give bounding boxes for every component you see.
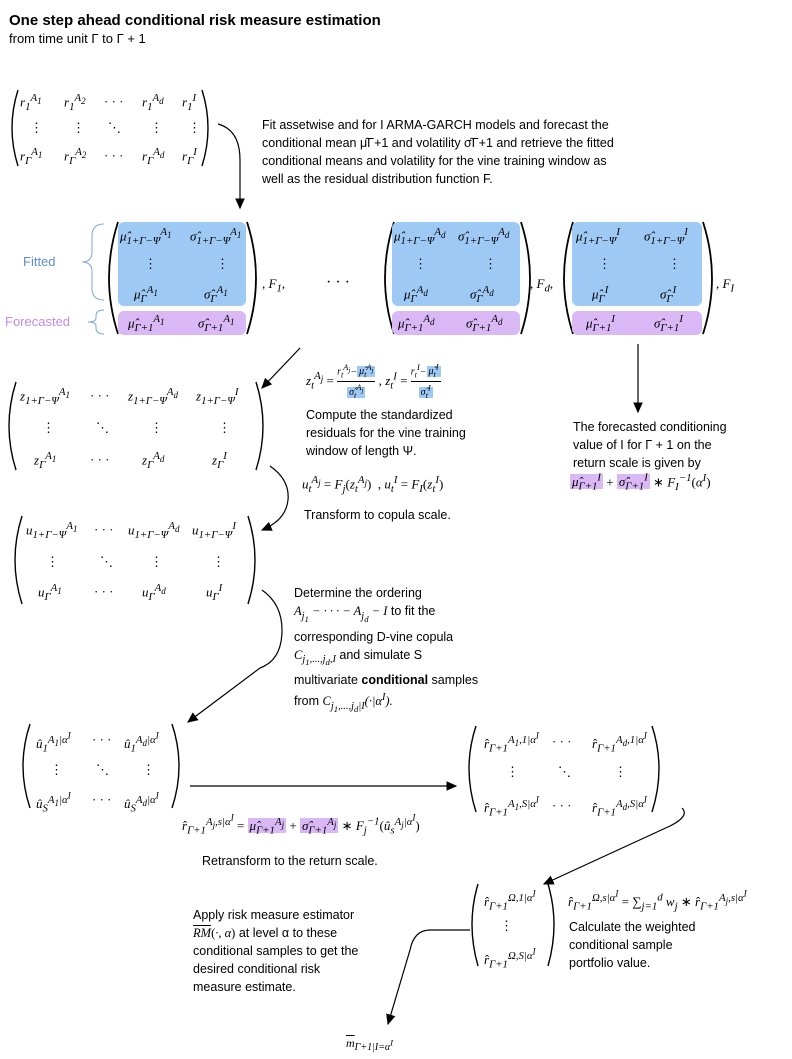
fitted-area-1 [118,222,246,306]
fit-line-4: well as the residual distribution functi… [262,172,493,186]
ordering-line-6: from [294,694,319,709]
umatrix-left-paren [14,515,23,605]
standardize-description: Compute the standardized residuals for t… [306,406,526,460]
forecast-line-2: value of I for Γ + 1 on the [573,438,712,452]
arrow-standardize [261,347,301,389]
weighted-description: Calculate the weighted conditional sampl… [569,918,769,972]
forecast-line-1: The forecasted conditioning [573,420,727,434]
block1-left-paren [108,221,119,335]
forecast-area-d [392,311,520,335]
rhat-right-paren [651,725,660,813]
portfolio-right-paren [547,883,555,967]
arrow-fit [217,123,245,210]
fitted-area-d [392,222,520,306]
fitted-brace [81,223,105,301]
umatrix-right-paren [247,515,256,605]
fit-line-3: conditional means and volatility for the… [262,154,607,168]
fit-line-1: Fit assetwise and for I ARMA-GARCH model… [262,118,609,132]
ordering-description: Determine the ordering Aj1 − · · · − Ajd… [294,584,524,718]
ordering-line-1: Determine the ordering [294,586,422,600]
standardize-line-2: residuals for the vine training [306,426,466,440]
fitted-area-I [572,222,702,306]
standardize-formula: ztAj = rtAj−μ̂tAj σ̂tAj , ztI = rtI−μ̂tI… [306,363,441,400]
retransform-description: Retransform to the return scale. [202,854,378,868]
forecast-formula: μ̂Γ+1I + σ̂Γ+1I ∗ FI−1(αI) [570,472,711,493]
ordering-line-5a: multivariate [294,673,362,688]
weighted-line-1: Calculate the weighted [569,920,696,934]
fit-description: Fit assetwise and for I ARMA-GARCH model… [262,116,682,188]
copula-formula: utAj = Fj(ztAj) , utI = FI(ztI) [302,474,444,495]
blockI-left-paren [563,221,574,335]
standardize-line-1: Compute the standardized [306,408,453,422]
dvine-copula: Cj1,...,jd,I [294,647,336,668]
ordering-line-5b: conditional [361,673,429,688]
standardize-line-3: window of length Ψ. [306,444,417,458]
weighted-formula: r̂Γ+1Ω,s|αI = ∑j=1d wj ∗ r̂Γ+1Aj,s|αI [568,888,747,913]
zmatrix-right-paren [255,381,264,471]
forecast-area-I [572,311,702,335]
page-subtitle: from time unit Γ to Γ + 1 [9,31,146,46]
fit-line-2: conditional mean μ̂Γ+1 and volatility σ̂… [262,136,614,150]
copula-description: Transform to copula scale. [304,508,451,522]
final-risk-estimate: mΓ+1|I=αI [346,1036,393,1054]
risk-estimator: RM(·, α) [193,926,236,940]
uhat-right-paren [171,723,180,809]
risk-description: Apply risk measure estimator RM(·, α) at… [193,906,423,996]
ordering-line-2: to fit the [390,604,436,618]
portfolio-left-paren [471,883,479,967]
uhat-left-paren [22,723,31,809]
page-title: One step ahead conditional risk measure … [9,12,381,29]
matrix1-right-paren [201,89,209,167]
ellipsis-blocks: · · · [326,274,350,291]
weighted-line-3: portfolio value. [569,956,651,970]
conditional-copula: Cj1,...,jd|I(·|αI). [322,692,393,714]
arrow-risk [386,929,470,1026]
rhat-left-paren [468,725,477,813]
forecasted-label: Forecasted [5,314,71,329]
risk-line-4: desired conditional risk [193,962,321,976]
zmatrix-left-paren [8,381,17,471]
ordering-chain: Aj1 − · · · − Ajd − I [294,604,388,624]
arrow-copula [260,465,289,531]
forecast-area-1 [118,311,246,335]
ordering-line-4: and simulate S [339,647,423,662]
risk-line-2: at level α to these [238,926,338,940]
blockd-left-paren [384,221,395,335]
risk-line-3: conditional samples to get the [193,944,359,958]
blockI-right-paren [702,221,713,335]
arrow-simulate [187,589,283,723]
ordering-line-5c: samples [428,673,479,688]
weighted-line-2: conditional sample [569,938,673,952]
ordering-line-3: corresponding D-vine copula [294,629,454,644]
forecast-line-3: return scale is given by [573,456,701,470]
matrix1-left-paren [11,89,19,167]
risk-line-5: measure estimate. [193,980,296,994]
retransform-formula: r̂Γ+1Aj,s|αI = μ̂Γ+1Aj + σ̂Γ+1Aj ∗ Fj−1(… [182,812,420,837]
blockd-right-paren [520,221,531,335]
risk-line-1: Apply risk measure estimator [193,908,355,922]
arrow-weighted [542,807,685,885]
block1-right-paren [246,221,257,335]
forecast-description: The forecasted conditioning value of I f… [573,418,783,472]
forecasted-brace [87,309,105,335]
fitted-label: Fitted [23,254,56,269]
